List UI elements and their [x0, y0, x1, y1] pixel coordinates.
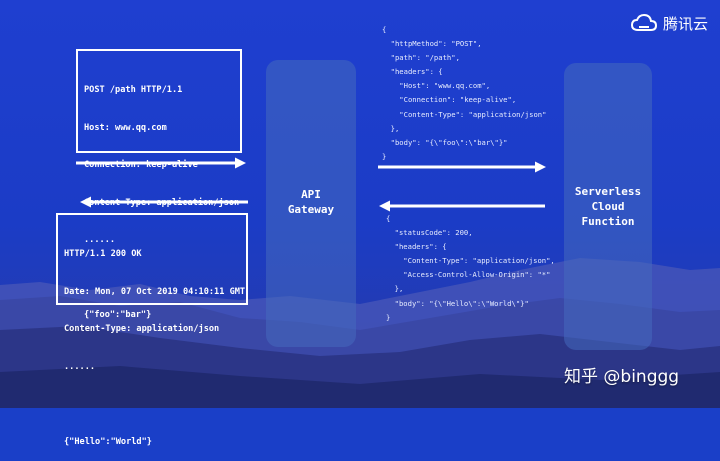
event-json: { "httpMethod": "POST", "path": "/path",…: [382, 25, 547, 161]
request-body: {"foo":"bar"}: [84, 310, 152, 320]
http-response-box: HTTP/1.1 200 OK Date: Mon, 07 Oct 2019 0…: [56, 213, 248, 447]
request-line: Content-Type: application/json: [84, 197, 240, 208]
request-line: Connection: keep-alive: [84, 160, 198, 170]
response-line: HTTP/1.1 200 OK: [64, 249, 142, 259]
api-gateway-label: API Gateway: [287, 188, 335, 216]
watermark: 知乎 @binggg: [564, 367, 680, 387]
logo-text: 腾讯云: [662, 14, 708, 33]
result-json: { "statusCode": 200, "headers": { "Conte…: [386, 214, 555, 322]
serverless-function-node: Serverless Cloud Function: [564, 63, 652, 350]
response-body: {"Hello":"World"}: [64, 436, 152, 447]
request-line: ......: [84, 235, 116, 245]
serverless-function-label: Serverless Cloud Function: [574, 185, 642, 228]
response-line: Date: Mon, 07 Oct 2019 04:10:11 GMT: [64, 286, 246, 297]
http-request-box: POST /path HTTP/1.1 Host: www.qq.com Con…: [76, 49, 242, 320]
cloud-icon: [630, 13, 657, 31]
response-line: Content-Type: application/json: [64, 324, 220, 334]
response-line: ......: [64, 361, 96, 372]
tencent-cloud-logo: 腾讯云: [630, 8, 708, 38]
request-line: POST /path HTTP/1.1: [84, 85, 183, 95]
request-line: Host: www.qq.com: [84, 122, 167, 133]
api-gateway-node: API Gateway: [266, 60, 356, 347]
